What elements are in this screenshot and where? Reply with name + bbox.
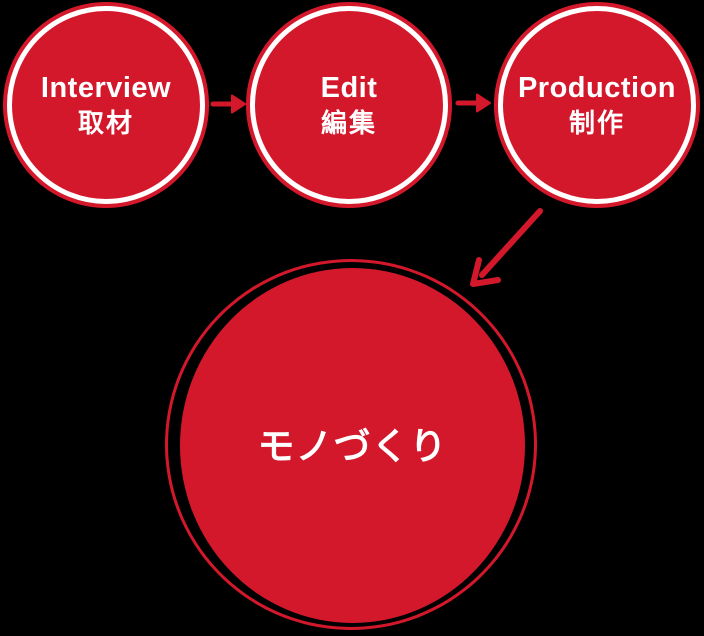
right-arrow-icon-2 — [455, 93, 491, 113]
diagonal-arrow-icon — [470, 208, 543, 287]
result-label: モノづくり — [257, 425, 448, 467]
step-circle-production: Production 制作 — [498, 6, 696, 204]
step-en-label: Edit — [320, 72, 378, 104]
step-en-label: Production — [517, 72, 677, 104]
step-ja-label: 取材 — [77, 108, 134, 138]
step-circle-edit: Edit 編集 — [250, 6, 448, 204]
step-ja-label: 編集 — [320, 108, 377, 138]
step-ja-label: 制作 — [568, 108, 625, 138]
step-en-label: Interview — [40, 72, 172, 104]
result-circle: モノづくり — [180, 268, 525, 623]
right-arrow-icon-1 — [210, 94, 246, 114]
step-circle-interview: Interview 取材 — [7, 6, 205, 204]
